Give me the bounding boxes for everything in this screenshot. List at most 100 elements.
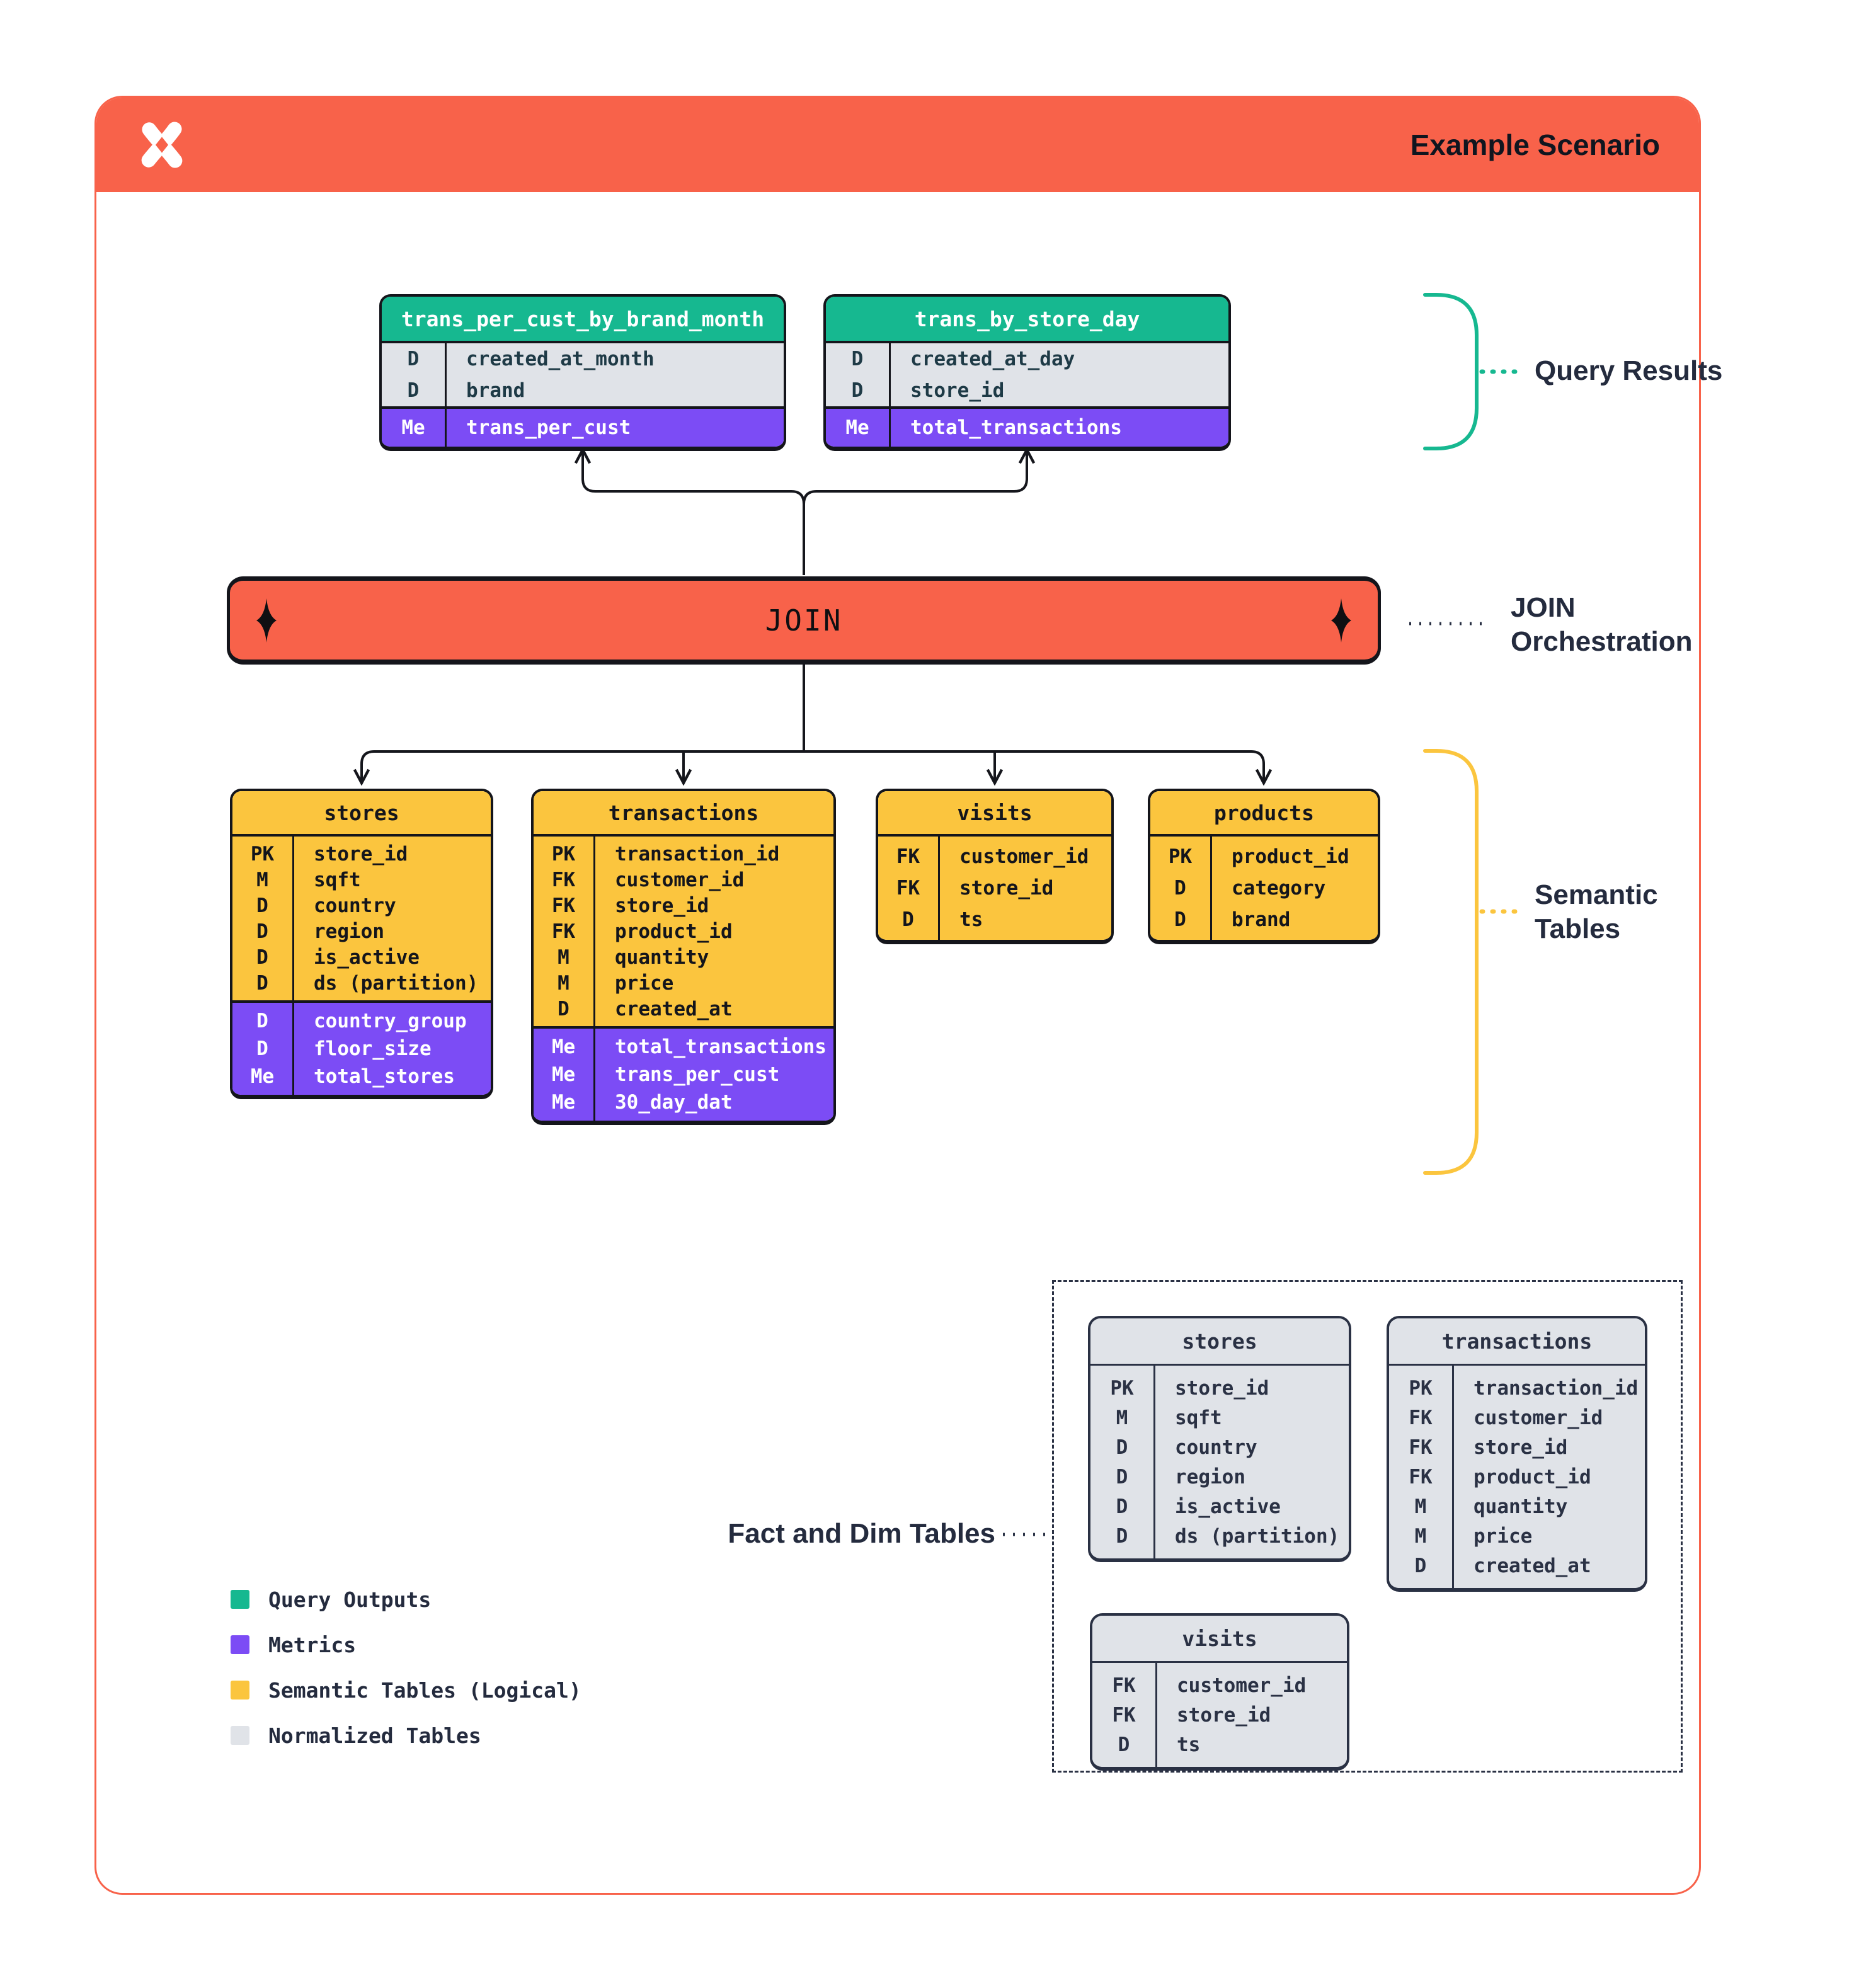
row-field-name: store_id — [959, 877, 1054, 900]
row-key-badge: D — [256, 894, 268, 917]
row-field-name: store_id — [1177, 1703, 1271, 1727]
row-key-badge: D — [902, 908, 914, 931]
row-field-name: total_stores — [314, 1065, 455, 1088]
legend-label: Semantic Tables (Logical) — [268, 1677, 581, 1703]
row-key-badge: D — [1116, 1465, 1128, 1488]
row-key-badge: Me — [401, 416, 425, 439]
legend-item: Semantic Tables (Logical) — [231, 1677, 581, 1703]
row-field-name: created_at_month — [466, 348, 655, 370]
row-field-name: ts — [959, 908, 983, 931]
row-key-badge: Me — [551, 1036, 576, 1058]
row-key-badge: FK — [896, 877, 920, 900]
row-field-name: created_at — [615, 997, 733, 1020]
row-field-name: ds (partition) — [1175, 1524, 1340, 1548]
row-field-name: created_at — [1473, 1554, 1591, 1577]
row-key-badge: D — [1116, 1524, 1128, 1548]
row-key-badge: D — [256, 920, 268, 943]
table-title: products — [1150, 791, 1378, 837]
row-key-badge: D — [1116, 1495, 1128, 1518]
legend-label: Normalized Tables — [268, 1723, 481, 1748]
row-key-badge: M — [1414, 1524, 1427, 1548]
row-field-name: brand — [1232, 908, 1291, 931]
row-field-name: category — [1232, 877, 1326, 900]
row-field-name: region — [1175, 1465, 1245, 1488]
join-label: JOIN — [765, 603, 843, 637]
row-key-badge: D — [1174, 908, 1186, 931]
row-key-badge: FK — [1112, 1703, 1136, 1727]
semantic-tables-label-line1: Semantic — [1535, 879, 1658, 910]
row-field-name: region — [314, 920, 384, 943]
row-key-badge: D — [1414, 1554, 1427, 1577]
row-field-name: is_active — [1175, 1495, 1281, 1518]
row-field-name: price — [1473, 1524, 1533, 1548]
row-field-name: customer_id — [1473, 1406, 1603, 1429]
dagster-logo-icon — [141, 122, 183, 168]
row-field-name: customer_id — [959, 845, 1089, 868]
table-title: visits — [878, 791, 1111, 837]
row-key-badge: PK — [551, 842, 576, 865]
row-field-name: ds (partition) — [314, 971, 479, 995]
row-key-badge: PK — [1168, 845, 1193, 868]
row-key-badge: FK — [1112, 1674, 1136, 1697]
row-key-badge: D — [256, 1037, 268, 1060]
legend-swatch-semantic-tables — [231, 1681, 249, 1700]
row-key-badge: M — [558, 971, 569, 995]
legend-item: Normalized Tables — [231, 1723, 581, 1748]
row-key-badge: FK — [1409, 1436, 1433, 1459]
row-field-name: transaction_id — [615, 842, 780, 865]
row-field-name: store_id — [1473, 1436, 1568, 1459]
row-key-badge: FK — [551, 868, 576, 891]
page-title: Example Scenario — [1410, 129, 1660, 161]
row-field-name: trans_per_cust — [615, 1063, 780, 1086]
row-field-name: floor_size — [314, 1037, 432, 1060]
row-field-name: country — [314, 894, 396, 917]
row-key-badge: D — [851, 348, 864, 370]
join-diamond-icon — [1331, 598, 1351, 643]
row-field-name: country_group — [314, 1010, 467, 1032]
row-field-name: country — [1175, 1436, 1257, 1459]
row-key-badge: M — [1116, 1406, 1128, 1429]
row-key-badge: M — [256, 868, 268, 891]
row-key-badge: D — [1174, 877, 1186, 900]
row-field-name: product_id — [1473, 1465, 1591, 1488]
row-key-badge: D — [558, 997, 569, 1020]
row-key-badge: PK — [1110, 1376, 1134, 1400]
row-field-name: customer_id — [615, 868, 745, 891]
row-field-name: store_id — [1175, 1376, 1269, 1400]
table-title: stores — [1090, 1318, 1349, 1366]
semantic-tables-label: Semantic Tables — [1535, 878, 1658, 946]
row-key-badge: FK — [896, 845, 920, 868]
